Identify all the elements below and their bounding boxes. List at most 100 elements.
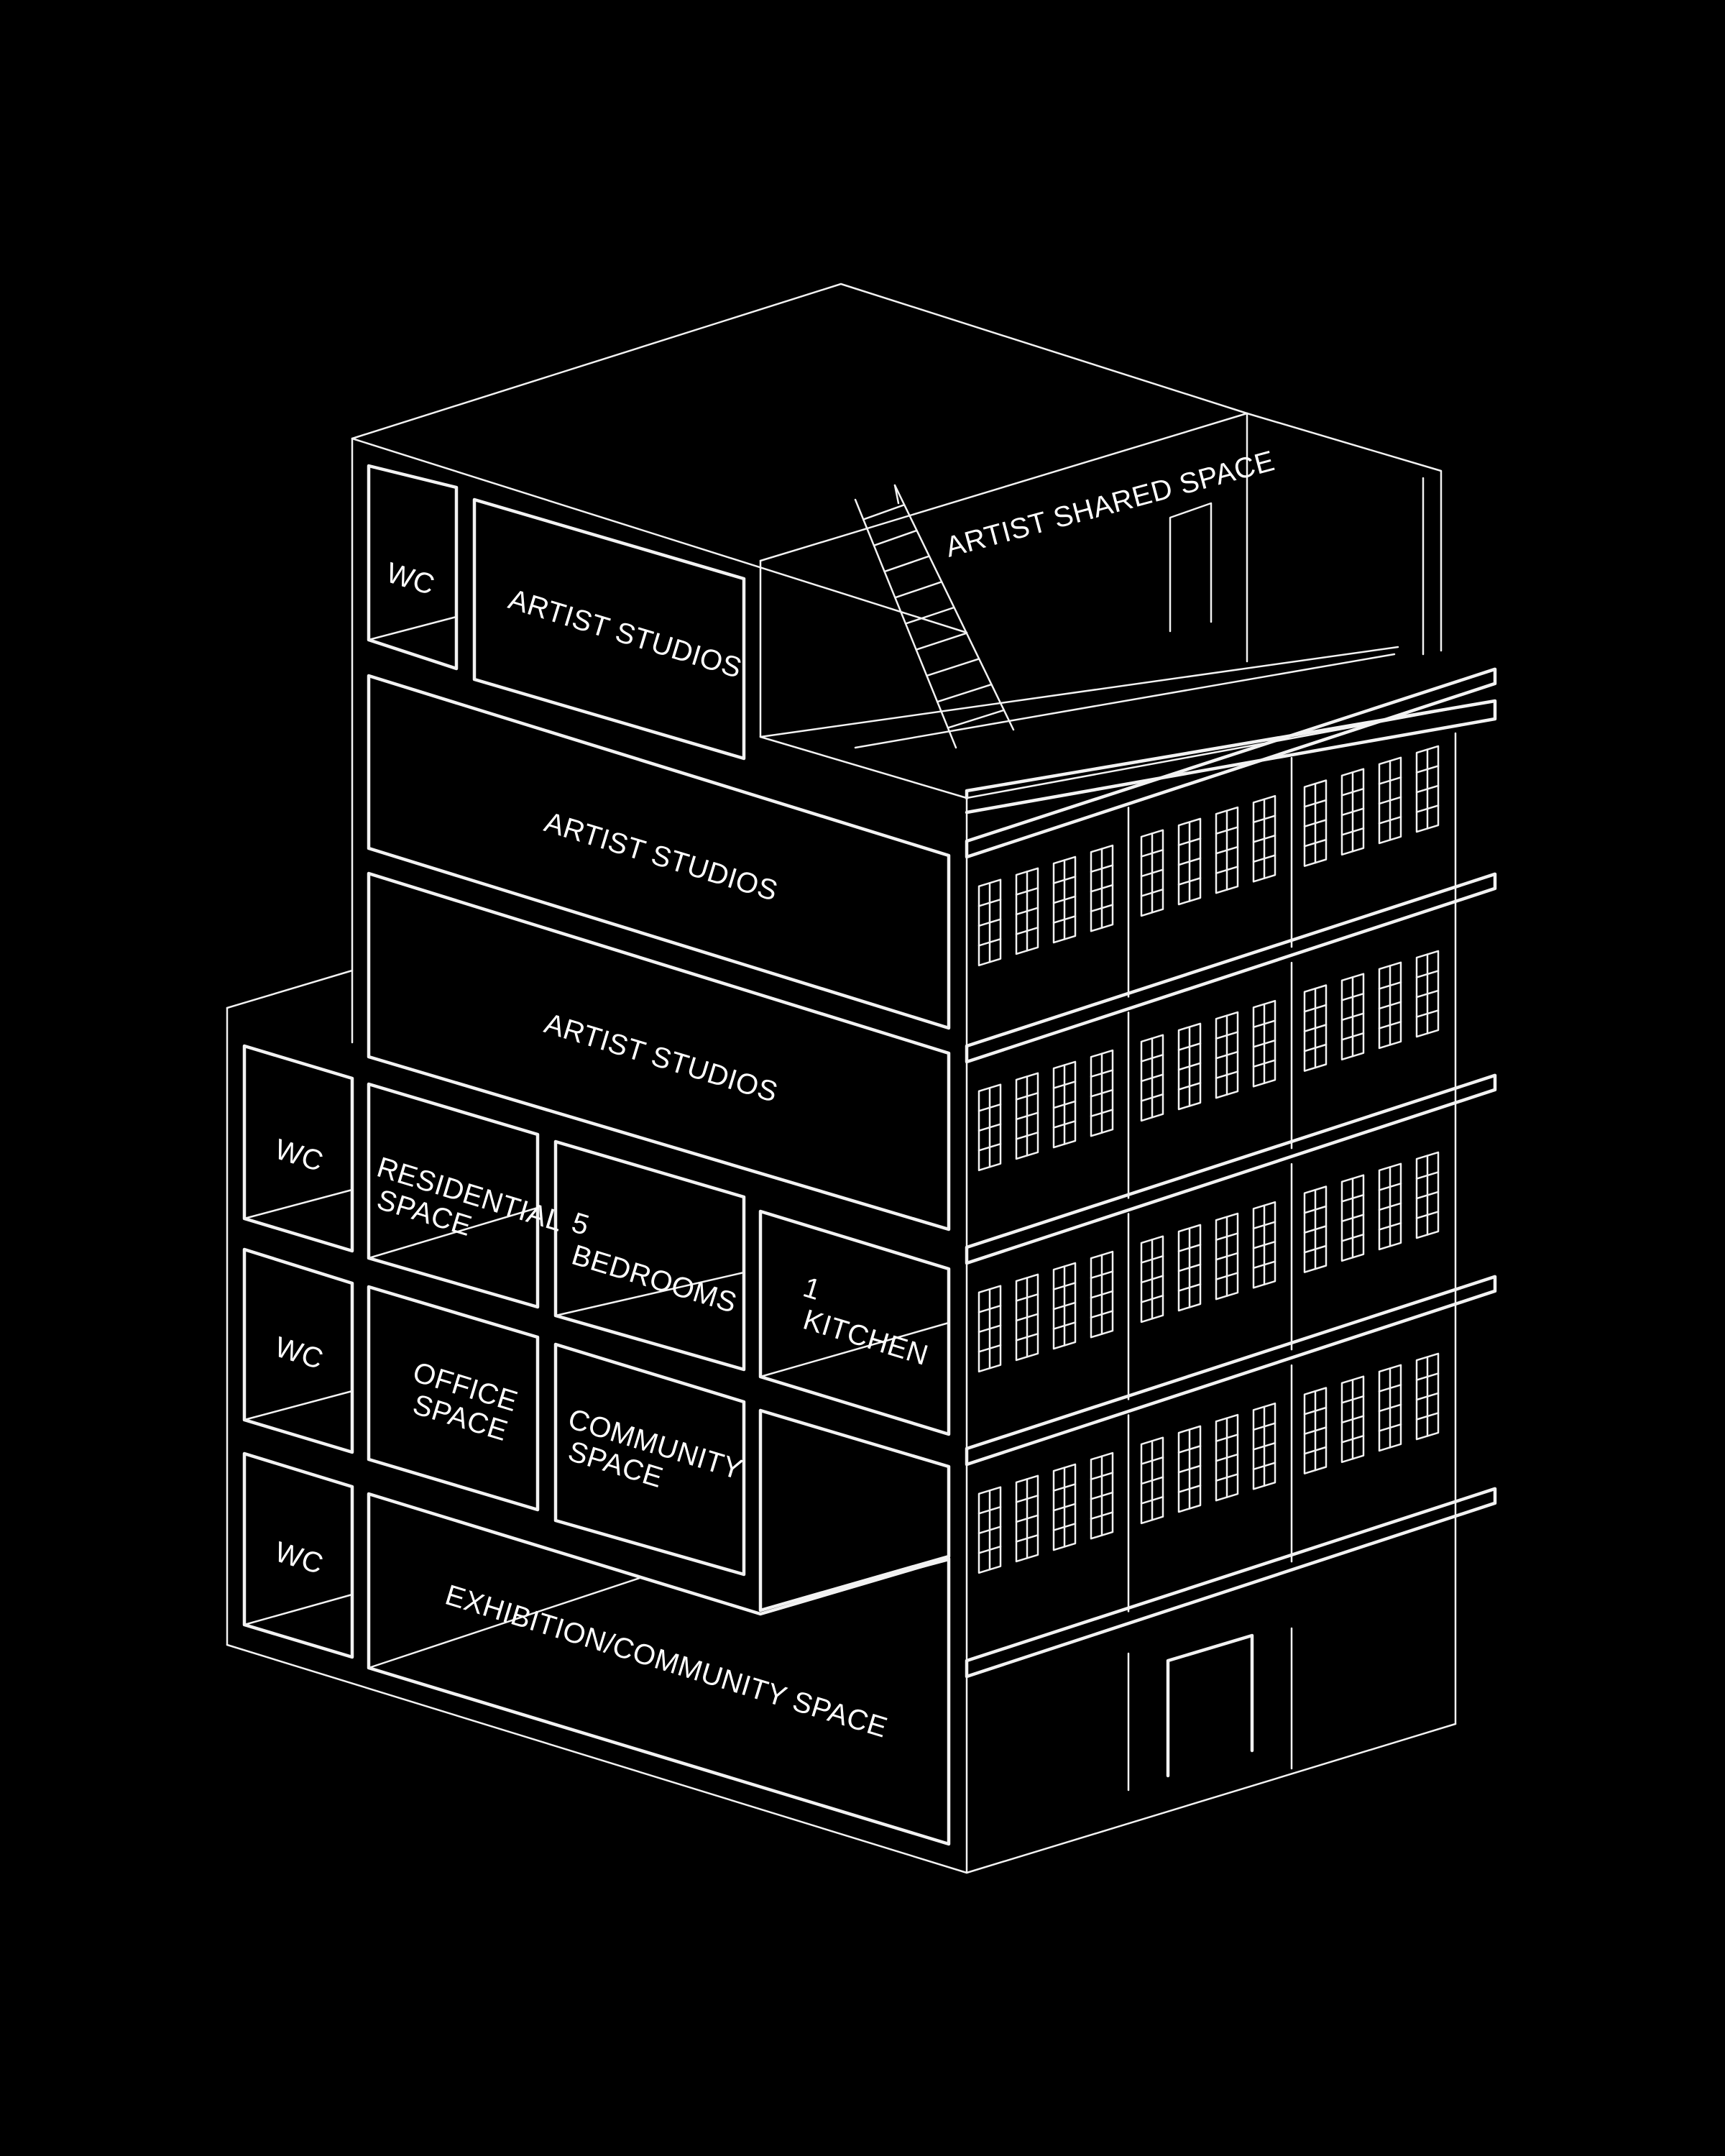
window	[1052, 1463, 1077, 1551]
window-transom	[978, 1304, 1002, 1313]
window-transom	[1215, 845, 1239, 855]
wc-3-room	[242, 1044, 354, 1253]
window-transom	[1378, 1423, 1402, 1432]
window-transom	[1252, 1019, 1276, 1029]
label-wc-3: WC	[271, 1134, 327, 1178]
window-transom	[1052, 895, 1077, 904]
window-transom	[1140, 1476, 1164, 1485]
window	[1015, 1072, 1039, 1160]
window-transom	[1052, 1100, 1077, 1109]
window-transom	[1140, 848, 1164, 858]
window	[1215, 806, 1239, 894]
window	[1215, 1212, 1239, 1301]
window	[1215, 1413, 1239, 1502]
floor-slab	[965, 667, 1497, 859]
ladder-rung	[883, 555, 931, 573]
window-transom	[1378, 816, 1402, 825]
window-transom	[1252, 1462, 1276, 1471]
floor-slab	[965, 1275, 1497, 1467]
window-transom	[1415, 784, 1440, 794]
window-transom	[978, 1545, 1002, 1554]
window	[1303, 1185, 1328, 1273]
window-transom	[1090, 884, 1114, 893]
window	[1140, 829, 1164, 917]
window-transom	[1303, 1406, 1328, 1416]
kitchen-room	[758, 1209, 951, 1436]
window-transom	[1015, 1534, 1039, 1543]
mezzanine-void	[758, 1408, 951, 1613]
window-transom	[1052, 876, 1077, 884]
window-transom	[1378, 1183, 1402, 1191]
window-transom	[1415, 765, 1440, 774]
label-artist-studios-top: ARTIST STUDIOS	[505, 584, 745, 685]
ladder-rung	[873, 529, 918, 547]
window-transom	[1215, 1050, 1239, 1060]
window-transom	[1415, 1171, 1440, 1180]
window-transom	[1252, 854, 1276, 863]
window	[1090, 1049, 1114, 1137]
window-transom	[1378, 1001, 1402, 1010]
window	[1303, 1387, 1328, 1474]
window-transom	[1015, 907, 1039, 916]
window	[1140, 1436, 1164, 1525]
rooftop-enclosure	[759, 412, 1497, 815]
window-transom	[1252, 1441, 1276, 1451]
window-transom	[1090, 1491, 1114, 1500]
label-artist-studios-lower: ARTIST STUDIOS	[540, 1008, 781, 1109]
label-artist-studios-upper: ARTIST STUDIOS	[540, 807, 781, 908]
window	[1140, 1034, 1164, 1122]
exhibition-room	[367, 1492, 951, 1846]
window-transom	[1215, 1433, 1239, 1442]
window-transom	[1340, 1012, 1365, 1022]
window-transom	[1215, 1252, 1239, 1261]
window-transom	[1140, 1294, 1164, 1303]
window-transom	[1090, 1069, 1114, 1078]
window-transom	[1177, 1042, 1202, 1051]
window-transom	[1303, 1043, 1328, 1052]
window-transom	[1303, 1205, 1328, 1214]
office-space-room	[367, 1285, 540, 1512]
window-transom	[1177, 1485, 1202, 1493]
window-transom	[1378, 796, 1402, 805]
window-transom	[978, 1123, 1002, 1132]
window	[1378, 756, 1402, 845]
window-transom	[1140, 1254, 1164, 1264]
window-transom	[978, 898, 1002, 907]
window-transom	[1378, 981, 1402, 990]
window	[1015, 867, 1039, 955]
window-transom	[1140, 1275, 1164, 1284]
window-transom	[1015, 1132, 1039, 1140]
window	[1415, 1151, 1440, 1239]
window	[1052, 855, 1077, 944]
floor-slab	[965, 1073, 1497, 1265]
label-wc-top: WC	[382, 557, 438, 602]
window-transom	[1215, 1473, 1239, 1482]
residential-space-room	[367, 1082, 540, 1309]
window-transom	[1015, 1313, 1039, 1322]
window-transom	[1415, 1412, 1440, 1421]
window-transom	[1378, 776, 1402, 785]
window-transom	[1015, 927, 1039, 935]
window-transom	[1215, 1232, 1239, 1241]
window-transom	[1340, 807, 1365, 817]
window-transom	[1052, 1321, 1077, 1330]
window-transom	[1090, 1472, 1114, 1480]
window-transom	[1052, 1523, 1077, 1531]
window-transom	[1340, 1434, 1365, 1444]
window-transom	[1252, 1422, 1276, 1431]
window-transom	[1378, 1021, 1402, 1029]
window-transom	[1303, 1244, 1328, 1254]
window-transom	[1252, 834, 1276, 843]
floor-slab	[965, 1487, 1497, 1679]
window	[1378, 961, 1402, 1050]
window-transom	[1252, 815, 1276, 824]
window-transom	[1303, 799, 1328, 808]
window-transom	[978, 1103, 1002, 1112]
window-transom	[1177, 877, 1202, 886]
window-transom	[1090, 1109, 1114, 1117]
window-transom	[978, 1526, 1002, 1535]
window-transom	[1177, 1082, 1202, 1091]
window-transom	[1303, 838, 1328, 848]
window-transom	[1052, 1120, 1077, 1129]
